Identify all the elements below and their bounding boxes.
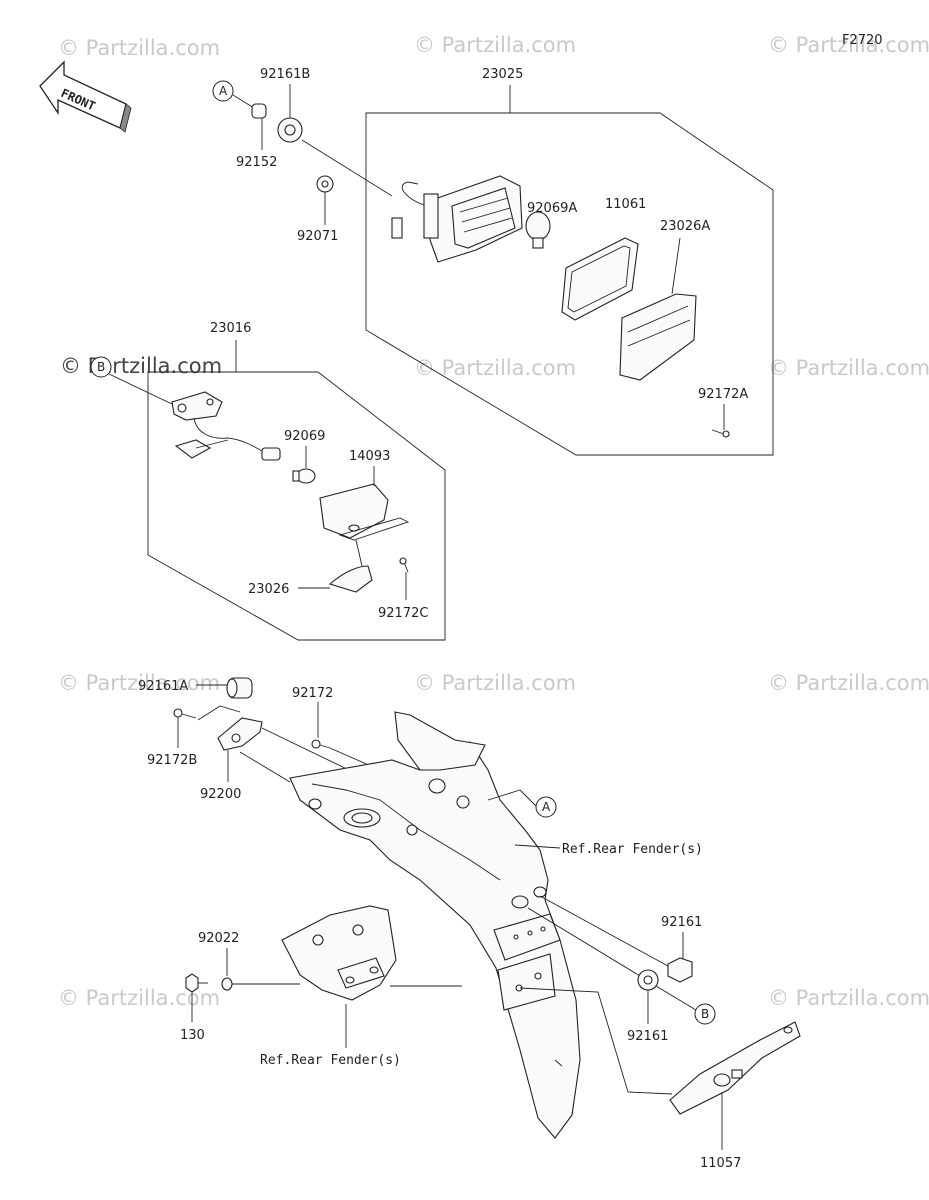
watermark: © Partzilla.com: [414, 671, 576, 695]
ref-rear-fender-right: Ref.Rear Fender(s): [562, 842, 703, 857]
part-label-23026: 23026: [248, 582, 289, 597]
washer-92022: [221, 977, 233, 991]
bolt-130: [185, 973, 208, 993]
part-label-92161-lower: 92161: [627, 1029, 668, 1044]
callout-b-lower: B: [694, 1003, 716, 1025]
watermark: © Partzilla.com: [768, 986, 929, 1010]
callout-a-top: A: [212, 80, 234, 102]
callout-b-label: B: [701, 1007, 709, 1021]
part-label-92152: 92152: [236, 155, 277, 170]
part-label-92069A: 92069A: [527, 201, 577, 216]
watermark: © Partzilla.com: [768, 671, 929, 695]
watermarks: © Partzilla.com © Partzilla.com © Partzi…: [58, 33, 929, 1010]
damper-92161B: [277, 117, 303, 143]
part-label-92172A: 92172A: [698, 387, 748, 402]
sub-fender: [281, 905, 397, 1001]
collar-92152: [251, 103, 267, 119]
diagram-code: F2720: [842, 33, 883, 48]
watermark: © Partzilla.com: [414, 33, 576, 57]
part-label-92022: 92022: [198, 931, 239, 946]
lens-23026A: [619, 293, 697, 381]
part-label-14093: 14093: [349, 449, 390, 464]
bulb-92069: [292, 468, 316, 484]
part-label-92172B: 92172B: [147, 753, 197, 768]
license-light-group: 23016 B 92069 14093: [90, 321, 446, 641]
part-label-92200: 92200: [200, 787, 241, 802]
damper-92161-upper: [667, 957, 693, 983]
part-label-92161A: 92161A: [138, 679, 188, 694]
callout-b-label: B: [97, 360, 105, 374]
watermark: © Partzilla.com: [414, 356, 576, 380]
bulb-92069A: [525, 211, 551, 249]
part-label-23026A: 23026A: [660, 219, 710, 234]
screw-92172C: [399, 557, 409, 573]
callout-a-lower: A: [535, 796, 557, 818]
part-label-130: 130: [180, 1028, 205, 1043]
bracket-92200: [217, 717, 263, 751]
callout-b-top: B: [90, 356, 112, 378]
part-label-23016: 23016: [210, 321, 251, 336]
screw-92172A: [711, 429, 730, 438]
rear-fender-body: [289, 711, 581, 1139]
callout-a-label: A: [219, 84, 228, 98]
license-socket: [171, 391, 281, 461]
watermark: © Partzilla.com: [58, 671, 220, 695]
part-label-92172C: 92172C: [378, 606, 428, 621]
part-label-11057: 11057: [700, 1156, 741, 1171]
cover-14093: [319, 483, 389, 539]
part-label-92161-upper: 92161: [661, 915, 702, 930]
callout-a-label: A: [542, 800, 551, 814]
part-label-23025: 23025: [482, 67, 523, 82]
damper-92161-lower: [637, 969, 659, 991]
tail-light-group: 23025 92069A 11061 23026A: [365, 67, 774, 456]
part-label-92172: 92172: [292, 686, 333, 701]
watermark: © Partzilla.com: [768, 356, 929, 380]
screw-92172: [311, 739, 331, 749]
plate-bracket-11057: [669, 1021, 801, 1115]
gasket-11061: [561, 237, 639, 321]
watermark-prominent: © Partzilla.com: [60, 354, 222, 378]
lens-23026: [328, 565, 373, 593]
part-label-11061: 11061: [605, 197, 646, 212]
part-label-92069: 92069: [284, 429, 325, 444]
watermark: © Partzilla.com: [768, 33, 929, 57]
damper-92161A: [226, 677, 253, 699]
part-label-92161B: 92161B: [260, 67, 310, 82]
part-label-92071: 92071: [297, 229, 338, 244]
tail-light-housing: [391, 175, 523, 263]
ref-rear-fender-left: Ref.Rear Fender(s): [260, 1053, 401, 1068]
grommet-92071: [316, 175, 334, 193]
watermark: © Partzilla.com: [58, 36, 220, 60]
screw-92172B: [173, 708, 197, 719]
front-arrow-icon: FRONT: [39, 60, 132, 133]
